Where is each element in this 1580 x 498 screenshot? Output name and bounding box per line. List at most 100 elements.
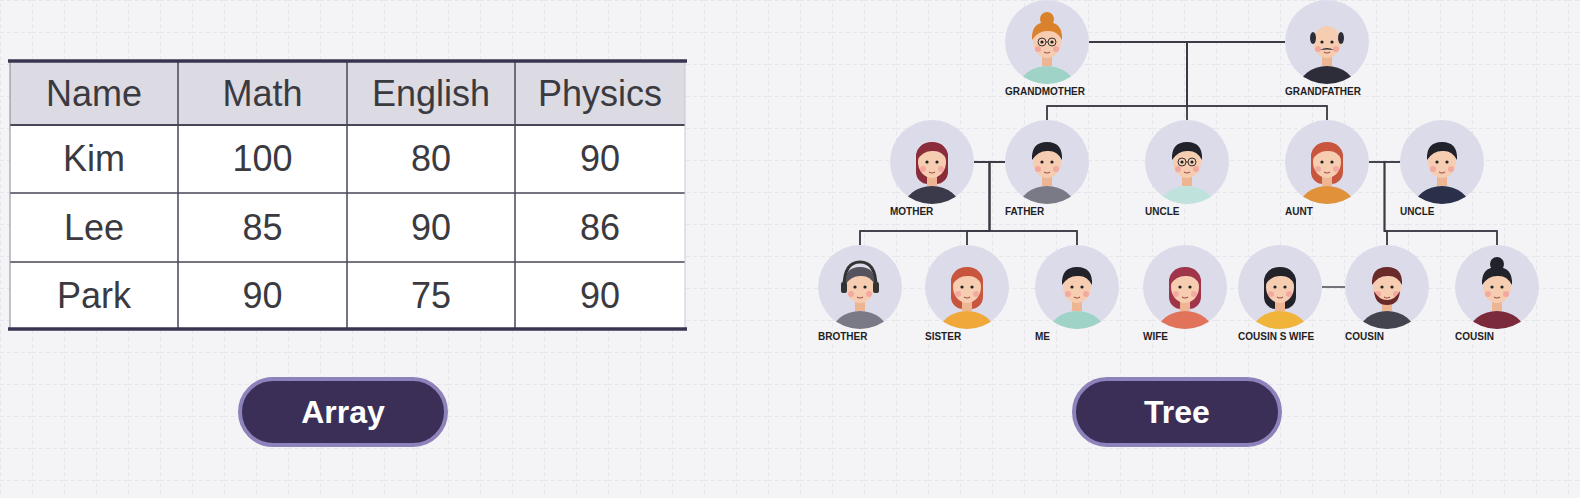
drawing-part — [1190, 160, 1193, 163]
drawing-part — [1159, 186, 1215, 204]
drawing-part — [1170, 267, 1200, 285]
family-link — [1385, 162, 1401, 245]
drawing-part — [1435, 160, 1438, 163]
person-node: MOTHER — [890, 120, 974, 204]
avatar — [832, 262, 888, 329]
avatar — [1157, 267, 1213, 329]
drawing-part — [1070, 285, 1073, 288]
drawing-part — [1157, 311, 1213, 329]
person-label: FATHER — [1005, 206, 1089, 217]
pill-text: Array — [301, 394, 385, 431]
drawing-part — [1310, 32, 1316, 44]
drawing-part — [904, 186, 960, 204]
drawing-part — [1324, 52, 1330, 53]
person-icon — [925, 245, 1009, 329]
person-node: GRANDFATHER — [1285, 0, 1369, 84]
drawing-part — [1320, 48, 1334, 50]
drawing-part — [1372, 267, 1402, 285]
person-icon — [1035, 245, 1119, 329]
drawing-part — [952, 267, 982, 285]
person-icon — [818, 245, 902, 329]
person-label: WIFE — [1143, 331, 1227, 342]
family-link — [1089, 42, 1187, 120]
drawing-part — [857, 297, 863, 298]
person-node: AUNT — [1285, 120, 1369, 204]
drawing-part — [1500, 285, 1503, 288]
drawing-part — [1333, 166, 1339, 172]
drawing-part — [1048, 38, 1056, 46]
drawing-part — [1427, 142, 1457, 160]
drawing-part — [514, 62, 516, 329]
person-label: COUSIN — [1345, 331, 1429, 342]
avatar — [1252, 267, 1308, 329]
drawing-part — [1503, 291, 1509, 297]
drawing-part — [845, 267, 875, 285]
drawing-part — [1188, 158, 1196, 166]
drawing-part — [1482, 267, 1512, 285]
avatar — [1414, 142, 1470, 204]
pill-text: Tree — [1144, 394, 1210, 431]
drawing-part — [1286, 291, 1292, 297]
drawing-part — [1265, 267, 1295, 285]
family-link — [967, 162, 1005, 245]
drawing-part — [1184, 172, 1190, 173]
person-label: COUSIN S WIFE — [1238, 331, 1322, 342]
drawing-part — [1035, 46, 1041, 52]
person-node: GRANDMOTHER — [1005, 0, 1089, 84]
drawing-part — [844, 262, 876, 287]
drawing-part — [1315, 166, 1321, 172]
drawing-part — [973, 291, 979, 297]
person-node: WIFE — [1143, 245, 1227, 329]
person-label: MOTHER — [890, 206, 974, 217]
drawing-part — [1252, 311, 1308, 329]
drawing-part — [1188, 285, 1191, 288]
drawing-part — [1315, 46, 1321, 52]
drawing-part — [1390, 285, 1393, 288]
drawing-part — [1320, 160, 1323, 163]
avatar — [904, 142, 960, 204]
drawing-part — [960, 285, 963, 288]
person-node: COUSIN — [1455, 245, 1539, 329]
drawing-part — [1049, 311, 1105, 329]
drawing-part — [955, 291, 961, 297]
table-cell: 90 — [347, 193, 515, 262]
drawing-part — [1083, 291, 1089, 297]
table-cell: English — [347, 62, 515, 125]
family-link — [1322, 286, 1345, 287]
avatar — [1299, 142, 1355, 204]
table-cell: Kim — [10, 125, 178, 193]
drawing-part — [1053, 46, 1059, 52]
drawing-part — [832, 311, 888, 329]
drawing-part — [1191, 291, 1197, 297]
avatar — [1359, 267, 1415, 329]
person-node: FATHER — [1005, 120, 1089, 204]
person-icon — [1005, 0, 1089, 84]
drawing-part — [939, 311, 995, 329]
drawing-part — [1032, 22, 1062, 40]
drawing-part — [1324, 172, 1330, 173]
drawing-part — [1485, 291, 1491, 297]
avatar — [1299, 26, 1355, 84]
person-icon — [1455, 245, 1539, 329]
avatar — [939, 267, 995, 329]
person-icon — [1345, 245, 1429, 329]
avatar — [1019, 142, 1075, 204]
table-cell: 85 — [178, 193, 347, 262]
drawing-part — [10, 62, 11, 329]
drawing-part — [1338, 32, 1344, 44]
person-icon — [1400, 120, 1484, 204]
drawing-part — [929, 172, 935, 173]
person-icon — [1285, 120, 1369, 204]
drawing-part — [1032, 142, 1062, 160]
drawing-part — [1180, 160, 1183, 163]
drawing-part — [1173, 291, 1179, 297]
person-icon — [1005, 120, 1089, 204]
person-node: BROTHER — [818, 245, 902, 329]
table-cell: Name — [10, 62, 178, 125]
table-cell: Physics — [515, 62, 685, 125]
drawing-part — [917, 142, 947, 160]
table-cell: 75 — [347, 262, 515, 329]
